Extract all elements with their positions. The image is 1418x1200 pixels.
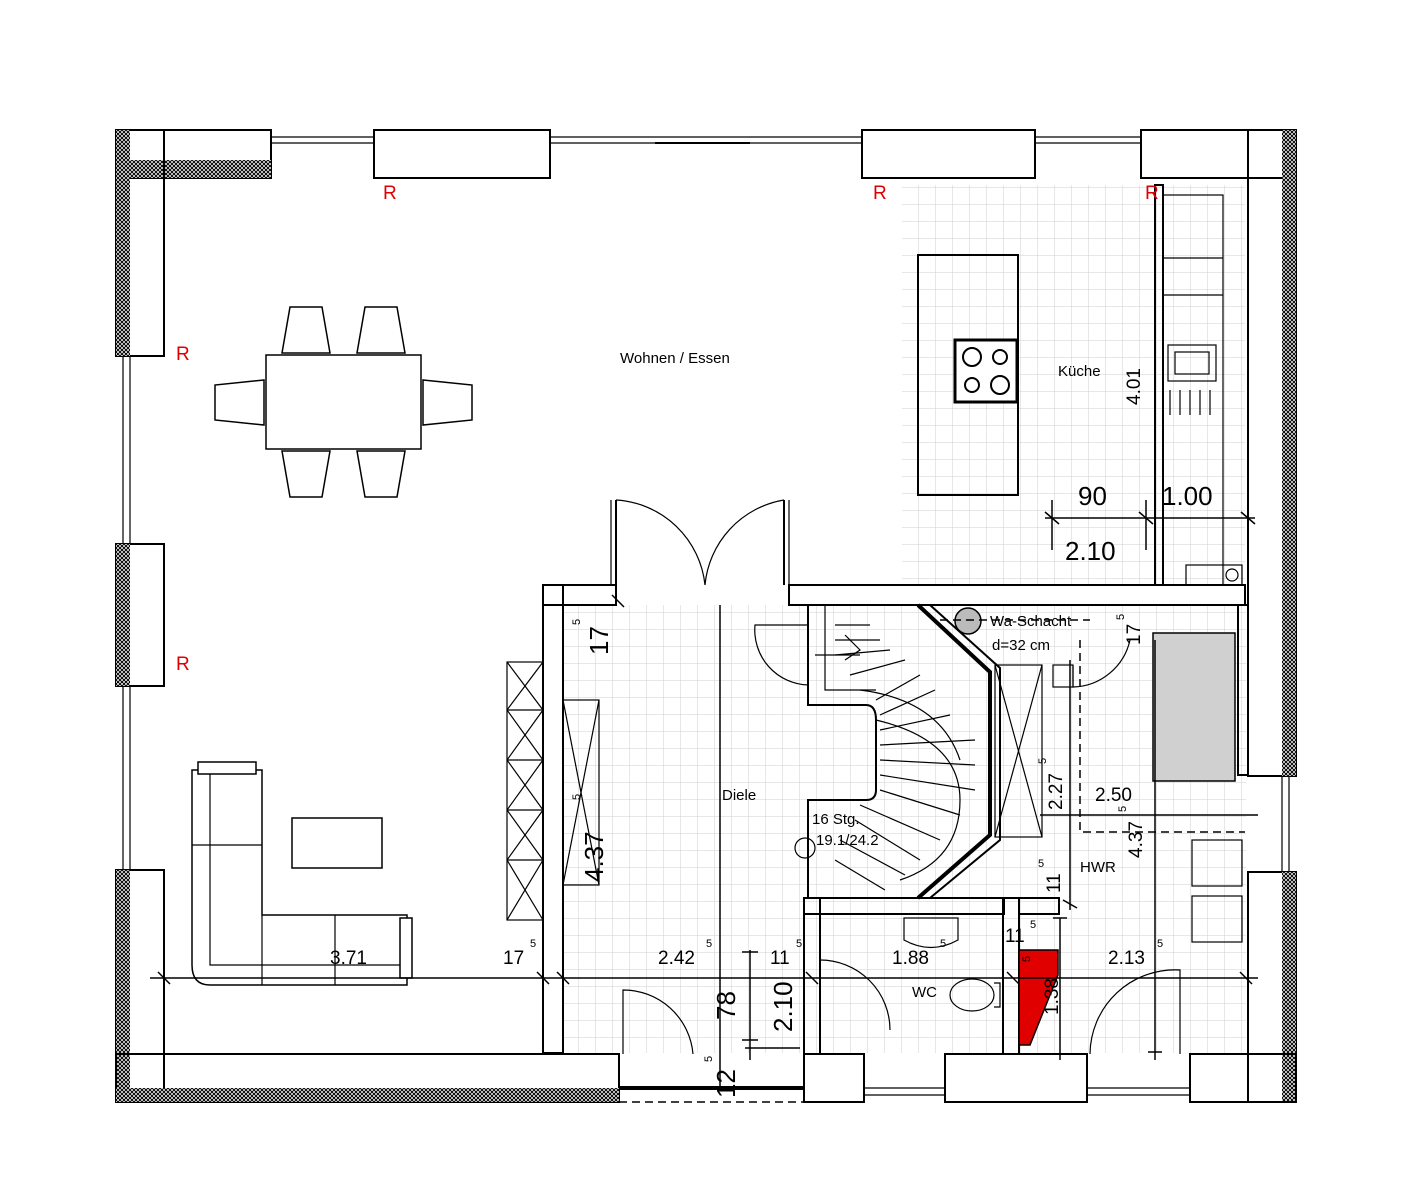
entry-doors: [622, 969, 1181, 1055]
r-mark: R: [176, 654, 190, 675]
water-shaft: [940, 607, 1090, 635]
dim-wc-11-sup: 5: [1030, 919, 1036, 931]
dim-kitchen-90: 90: [1078, 481, 1107, 511]
dim-hall-437: 4.37: [579, 831, 609, 882]
dim-chimney-138: 1.38: [1042, 978, 1063, 1015]
shaft-depth: d=32 cm: [992, 637, 1050, 654]
dim-wc-11: 11: [1005, 926, 1025, 947]
dim-width-188: 1.88: [892, 948, 929, 969]
dim-chimney-138-sup: 5: [1021, 956, 1033, 962]
stair-ratio: 19.1/24.2: [816, 832, 879, 849]
dim-hwr-11-sup: 5: [1038, 858, 1044, 870]
sofa: [191, 761, 413, 986]
dim-hall-17: 17: [584, 626, 614, 655]
dim-hwr-227: 2.27: [1046, 773, 1067, 810]
dim-width-213: 2.13: [1108, 948, 1145, 969]
dim-hwr-11: 11: [1044, 873, 1065, 893]
dim-hall-17-sup: 5: [571, 619, 583, 625]
dim-kitchen-height: 4.01: [1124, 368, 1145, 405]
kitchen-island: [917, 254, 1019, 496]
r-mark: R: [176, 344, 190, 365]
dim-hwr-250: 2.50: [1095, 785, 1132, 806]
dim-shaft-17: 17: [1124, 624, 1145, 645]
room-wc: WC: [912, 984, 937, 1001]
kitchen-counter: [1162, 194, 1243, 586]
r-mark: R: [383, 183, 397, 204]
dim-kitchen-210: 2.10: [1065, 536, 1116, 566]
r-mark: R: [873, 183, 887, 204]
tiled-floors: [563, 185, 1246, 1053]
dim-hwr-227-sup: 5: [1037, 758, 1049, 764]
dim-hall-437-sup: 5: [571, 794, 583, 800]
dim-vert-12-sup: 5: [703, 1056, 715, 1062]
dim-vert-12: 12: [711, 1069, 741, 1098]
dim-width-17-sup: 5: [530, 938, 536, 950]
room-living: Wohnen / Essen: [620, 350, 730, 367]
double-door: [610, 499, 790, 586]
dim-hwr-437-sup: 5: [1117, 806, 1129, 812]
dim-width-11-sup: 5: [796, 938, 802, 950]
dim-vert-210: 2.10: [768, 981, 798, 1032]
windows: [122, 136, 1290, 1103]
outer-walls: [115, 129, 1297, 1103]
dim-hwr-437: 4.37: [1126, 821, 1147, 858]
staircase: [794, 603, 1001, 900]
dim-width-213-sup: 5: [1157, 938, 1163, 950]
dim-width-371: 3.71: [330, 948, 367, 969]
room-hall: Diele: [722, 787, 756, 804]
dim-shaft-17-sup: 5: [1115, 614, 1127, 620]
hwr-storage: [994, 632, 1245, 943]
room-kitchen: Küche: [1058, 363, 1101, 380]
hall-doors: [754, 605, 809, 686]
dim-vert-78: 78: [711, 991, 741, 1020]
stair-steps: 16 Stg.: [812, 811, 860, 828]
dim-width-242-sup: 5: [706, 938, 712, 950]
dim-width-242: 2.42: [658, 948, 695, 969]
dimension-lines: [150, 500, 1258, 1090]
r-mark: R: [1145, 183, 1159, 204]
shaft-name: Wa-Schacht: [990, 613, 1072, 630]
dining-table: [214, 306, 473, 498]
wc-fixtures: [819, 917, 1001, 1031]
shelf-unit: [506, 661, 600, 921]
dim-width-11: 11: [770, 948, 790, 969]
dim-kitchen-100: 1.00: [1162, 481, 1213, 511]
dim-width-17: 17: [503, 948, 524, 969]
room-utility: HWR: [1080, 859, 1116, 876]
dim-width-188-sup: 5: [940, 938, 946, 950]
